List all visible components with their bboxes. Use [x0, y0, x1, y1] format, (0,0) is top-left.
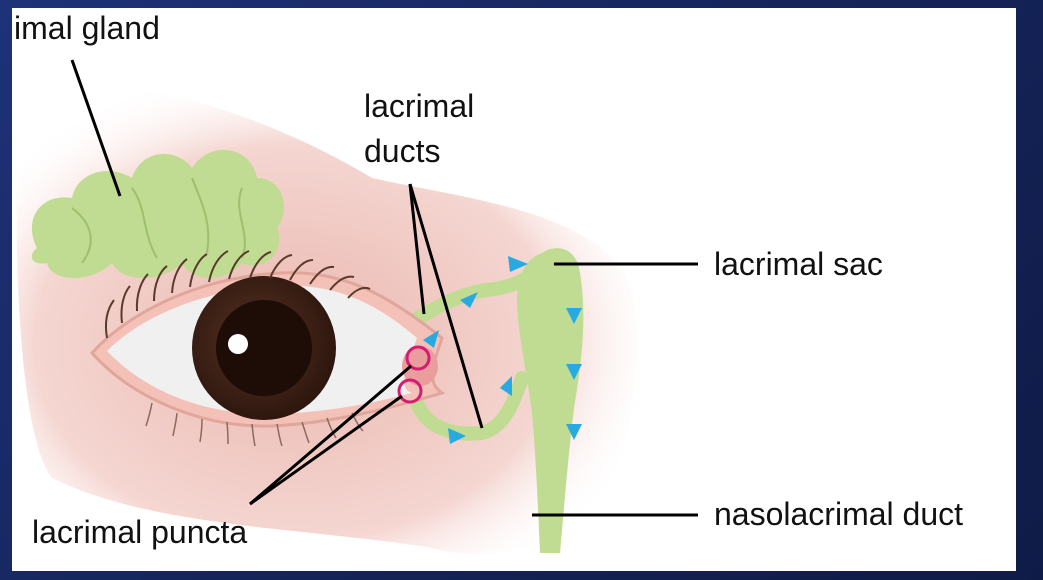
label-lacrimal-ducts-line1: lacrimal: [364, 88, 474, 124]
label-nasolacrimal-duct: nasolacrimal duct: [714, 496, 963, 532]
diagram-panel: imal gland lacrimal ducts lacrimal sac n…: [12, 8, 1016, 571]
label-lacrimal-puncta: lacrimal puncta: [32, 514, 247, 550]
label-lacrimal-ducts-line2: ducts: [364, 133, 440, 169]
eye-lacrimal-diagram: [12, 8, 1016, 571]
label-lacrimal-sac: lacrimal sac: [714, 246, 883, 282]
eye-highlight: [228, 334, 248, 354]
label-lacrimal-gland: imal gland: [14, 10, 160, 46]
